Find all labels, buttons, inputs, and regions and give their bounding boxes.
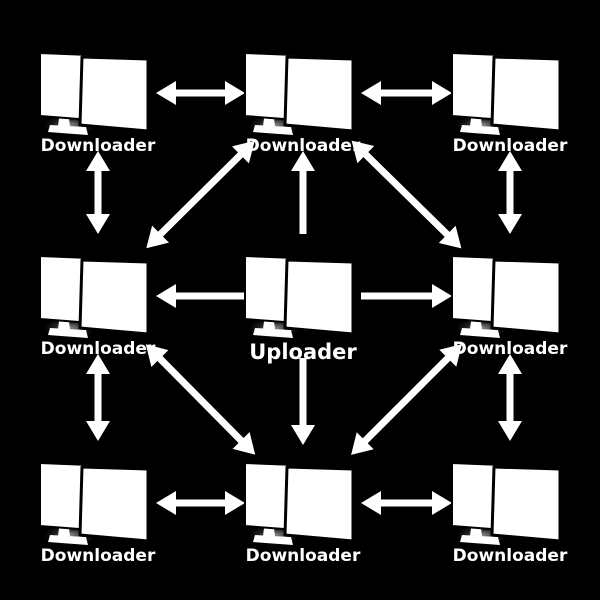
arrowhead xyxy=(498,354,522,374)
bidirectional-arrow xyxy=(351,344,462,455)
arrowhead xyxy=(156,284,176,308)
computer-monitor-icon xyxy=(39,462,150,545)
arrows-layer xyxy=(86,81,522,515)
bidirectional-arrow xyxy=(498,151,522,234)
bidirectional-arrow xyxy=(361,491,452,515)
arrowhead xyxy=(432,284,452,308)
arrowhead xyxy=(498,421,522,441)
computer-monitor-icon xyxy=(451,462,562,545)
upload-arrow xyxy=(291,151,315,234)
downloader-label: Downloader xyxy=(453,136,568,156)
downloader-label: Downloader xyxy=(246,546,361,566)
computer-monitor-icon xyxy=(451,52,562,135)
arrow-shaft xyxy=(153,148,248,241)
computer-monitor-icon xyxy=(39,52,150,135)
bidirectional-arrow xyxy=(146,140,255,249)
arrowhead xyxy=(225,81,245,105)
arrowhead xyxy=(232,140,255,164)
arrowhead xyxy=(145,344,169,367)
downloader-node: Downloader xyxy=(39,255,156,359)
arrowhead xyxy=(498,151,522,171)
arrowhead xyxy=(86,421,110,441)
bidirectional-arrow xyxy=(86,151,110,234)
arrowhead xyxy=(86,354,110,374)
arrow-shaft xyxy=(359,147,454,242)
computer-monitor-icon xyxy=(451,255,562,338)
uploader-node: Uploader xyxy=(244,255,357,364)
arrowhead xyxy=(439,344,462,367)
arrowhead xyxy=(291,425,315,445)
arrowhead xyxy=(432,81,452,105)
downloader-label: Downloader xyxy=(453,339,568,359)
arrowhead xyxy=(291,151,315,171)
downloader-node: Downloader xyxy=(39,462,156,566)
bidirectional-arrow xyxy=(145,344,256,455)
bidirectional-arrow xyxy=(156,81,245,105)
downloader-node: Downloader xyxy=(451,462,568,566)
downloader-node: Downloader xyxy=(244,462,361,566)
arrowhead xyxy=(225,491,245,515)
upload-arrow xyxy=(361,284,452,308)
arrowhead xyxy=(438,225,462,249)
arrowhead xyxy=(498,214,522,234)
downloader-node: Downloader xyxy=(39,52,156,156)
arrowhead xyxy=(361,491,381,515)
arrowhead xyxy=(232,432,256,455)
downloader-label: Downloader xyxy=(41,546,156,566)
bidirectional-arrow xyxy=(361,81,452,105)
computer-monitor-icon xyxy=(244,52,355,135)
arrowhead xyxy=(146,225,169,249)
arrowhead xyxy=(86,151,110,171)
downloader-label: Downloader xyxy=(41,339,156,359)
arrowhead xyxy=(432,491,452,515)
arrowhead xyxy=(361,81,381,105)
bidirectional-arrow xyxy=(351,140,462,249)
downloader-label: Downloader xyxy=(246,136,361,156)
arrowhead xyxy=(351,432,374,455)
arrow-shaft xyxy=(358,351,455,448)
arrow-shaft xyxy=(153,351,248,448)
downloader-node: Downloader xyxy=(451,255,568,359)
downloader-label: Downloader xyxy=(453,546,568,566)
arrowhead xyxy=(156,81,176,105)
arrowhead xyxy=(86,214,110,234)
bidirectional-arrow xyxy=(156,491,245,515)
arrowhead xyxy=(351,140,375,164)
bidirectional-arrow xyxy=(498,354,522,441)
arrowhead xyxy=(156,491,176,515)
downloader-node: Downloader xyxy=(451,52,568,156)
computer-monitor-icon xyxy=(244,255,355,338)
uploader-label: Uploader xyxy=(249,340,357,364)
upload-arrow xyxy=(291,358,315,445)
downloader-label: Downloader xyxy=(41,136,156,156)
bidirectional-arrow xyxy=(86,354,110,441)
downloader-node: Downloader xyxy=(244,52,361,156)
computer-monitor-icon xyxy=(39,255,150,338)
computer-monitor-icon xyxy=(244,462,355,545)
upload-arrow xyxy=(156,284,245,308)
